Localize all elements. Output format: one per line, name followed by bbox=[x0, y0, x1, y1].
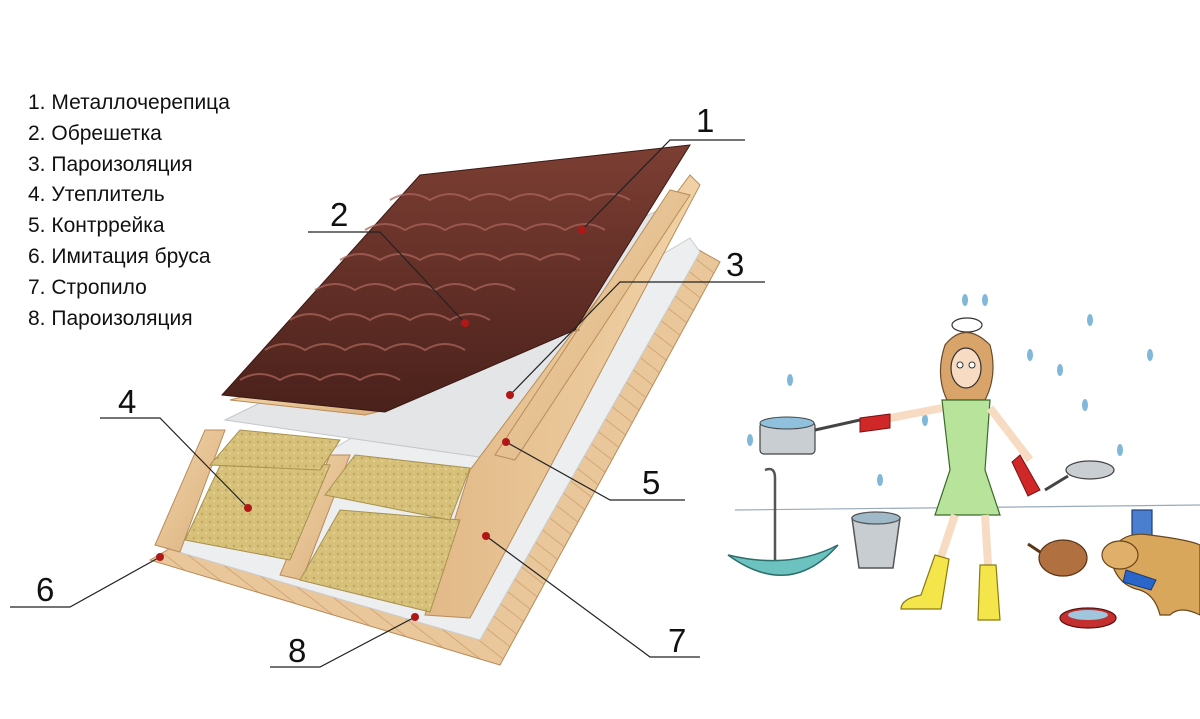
legend: 1. Металлочерепица 2. Обрешетка 3. Парои… bbox=[28, 88, 230, 334]
callout-number-8: 8 bbox=[288, 632, 307, 669]
legend-label: Утеплитель bbox=[51, 183, 165, 207]
legend-number: 2. bbox=[28, 121, 46, 145]
legend-label: Контррейка bbox=[51, 214, 165, 238]
legend-number: 4. bbox=[28, 183, 46, 207]
saucepan-left bbox=[759, 416, 861, 455]
rafter-right bbox=[424, 174, 701, 619]
teapot bbox=[1027, 539, 1088, 577]
leader-line-8 bbox=[270, 616, 416, 668]
metal-tile-roofing bbox=[220, 144, 691, 413]
legend-label: Металлочерепица bbox=[51, 91, 230, 114]
legend-item-7: 7. Стропило bbox=[28, 273, 230, 304]
insulation-slab bbox=[324, 454, 471, 521]
legend-number: 7. bbox=[28, 275, 46, 299]
callout-number-6: 6 bbox=[36, 571, 55, 608]
legend-number: 6. bbox=[28, 244, 46, 268]
marker-dot bbox=[156, 553, 164, 561]
marker-dot bbox=[578, 226, 586, 234]
leader-line-5 bbox=[505, 441, 685, 501]
umbrella-bowl bbox=[727, 467, 839, 576]
legend-label: Имитация бруса bbox=[51, 244, 211, 268]
callout-number-5: 5 bbox=[642, 464, 661, 501]
marker-dot bbox=[411, 613, 419, 621]
marker-dot bbox=[502, 438, 510, 446]
marker-dot bbox=[461, 319, 469, 327]
legend-item-3: 3. Пароизоляция bbox=[28, 150, 230, 181]
insulation-slab bbox=[299, 509, 461, 613]
legend-item-4: 4. Утеплитель bbox=[28, 180, 230, 211]
leader-line-3 bbox=[509, 281, 765, 396]
callout-number-7: 7 bbox=[668, 622, 687, 659]
callout-number-2: 2 bbox=[330, 196, 349, 233]
insulation-slab bbox=[208, 429, 341, 471]
legend-item-5: 5. Контррейка bbox=[28, 211, 230, 242]
leader-line-2 bbox=[308, 231, 466, 324]
legend-item-8: 8. Пароизоляция bbox=[28, 304, 230, 335]
legend-number: 1. bbox=[28, 91, 46, 114]
marker-dots bbox=[156, 226, 586, 621]
legend-label: Пароизоляция bbox=[51, 306, 193, 330]
legend-number: 8. bbox=[28, 306, 46, 330]
dog bbox=[1101, 533, 1200, 616]
water-drops bbox=[747, 294, 1153, 486]
legend-number: 5. bbox=[28, 214, 46, 238]
marker-dot bbox=[506, 391, 514, 399]
legend-label: Стропило bbox=[51, 275, 147, 299]
legend-item-2: 2. Обрешетка bbox=[28, 119, 230, 150]
callout-number-3: 3 bbox=[726, 246, 745, 283]
legend-label: Обрешетка bbox=[51, 121, 162, 145]
legend-label: Пароизоляция bbox=[51, 152, 193, 176]
callout-number-1: 1 bbox=[696, 102, 715, 139]
callout-number-4: 4 bbox=[118, 383, 137, 420]
legend-item-1: 1. Металлочерепица bbox=[28, 88, 230, 119]
woman-figure bbox=[859, 317, 1041, 621]
leader-line-1 bbox=[581, 139, 745, 231]
marker-dot bbox=[244, 504, 252, 512]
leader-line-6 bbox=[10, 556, 161, 608]
leader-line-7 bbox=[485, 535, 700, 658]
leader-line-4 bbox=[100, 417, 249, 509]
frying-pan-right bbox=[1044, 460, 1115, 492]
marker-dot bbox=[482, 532, 490, 540]
dog-bowl bbox=[1059, 607, 1117, 629]
counter-batten bbox=[494, 189, 691, 461]
legend-item-6: 6. Имитация бруса bbox=[28, 242, 230, 273]
leader-lines bbox=[10, 139, 765, 668]
rafter-left bbox=[154, 429, 226, 553]
legend-number: 3. bbox=[28, 152, 46, 176]
bucket bbox=[851, 511, 901, 569]
